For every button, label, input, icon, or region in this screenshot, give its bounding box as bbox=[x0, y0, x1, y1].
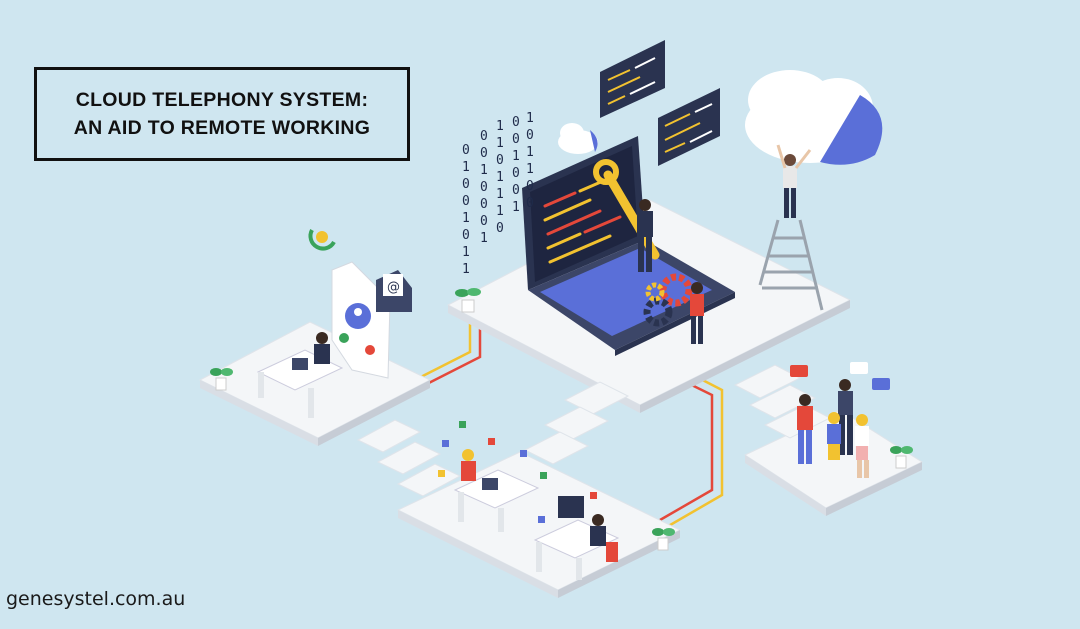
code-window-right bbox=[658, 88, 720, 166]
website-url: genesystel.com.au bbox=[6, 588, 186, 610]
email-at-symbol: @ bbox=[387, 280, 400, 295]
email-envelope-icon: @ bbox=[376, 270, 412, 312]
cloud-icon bbox=[745, 70, 883, 165]
desk-left bbox=[256, 332, 344, 418]
binary-column-5: 1 0 1 1 0 0 bbox=[526, 111, 534, 211]
title-line-1: CLOUD TELEPHONY SYSTEM: bbox=[75, 89, 369, 111]
plant-icon bbox=[455, 288, 481, 313]
plant-icon-right bbox=[890, 446, 913, 469]
title-line-2: AN AID TO REMOTE WORKING bbox=[73, 117, 371, 139]
binary-column-2: 0 0 1 0 0 0 1 bbox=[480, 129, 488, 246]
code-window-left bbox=[600, 40, 665, 118]
person-on-ladder bbox=[776, 144, 812, 218]
binary-column-4: 0 0 1 0 0 1 bbox=[512, 115, 520, 215]
binary-column-1: 0 1 0 0 1 0 1 1 bbox=[462, 143, 470, 277]
meeting-group bbox=[790, 362, 890, 478]
smartphone bbox=[331, 261, 391, 379]
title-box: CLOUD TELEPHONY SYSTEM: AN AID TO REMOTE… bbox=[34, 67, 410, 161]
person-with-wrench bbox=[637, 199, 653, 272]
gear-icon bbox=[643, 273, 693, 327]
plant-icon-bottom bbox=[652, 528, 675, 551]
refresh-call-icon bbox=[308, 229, 336, 251]
app-icons bbox=[438, 421, 597, 523]
plant-icon-left bbox=[210, 368, 233, 391]
person-with-gear bbox=[690, 282, 704, 344]
desk-bottom-left bbox=[453, 449, 540, 532]
desk-bottom-right bbox=[533, 496, 620, 580]
small-cloud-icon bbox=[558, 123, 598, 154]
binary-column-3: 1 1 0 1 1 1 0 bbox=[496, 119, 504, 236]
ladder bbox=[758, 219, 824, 311]
